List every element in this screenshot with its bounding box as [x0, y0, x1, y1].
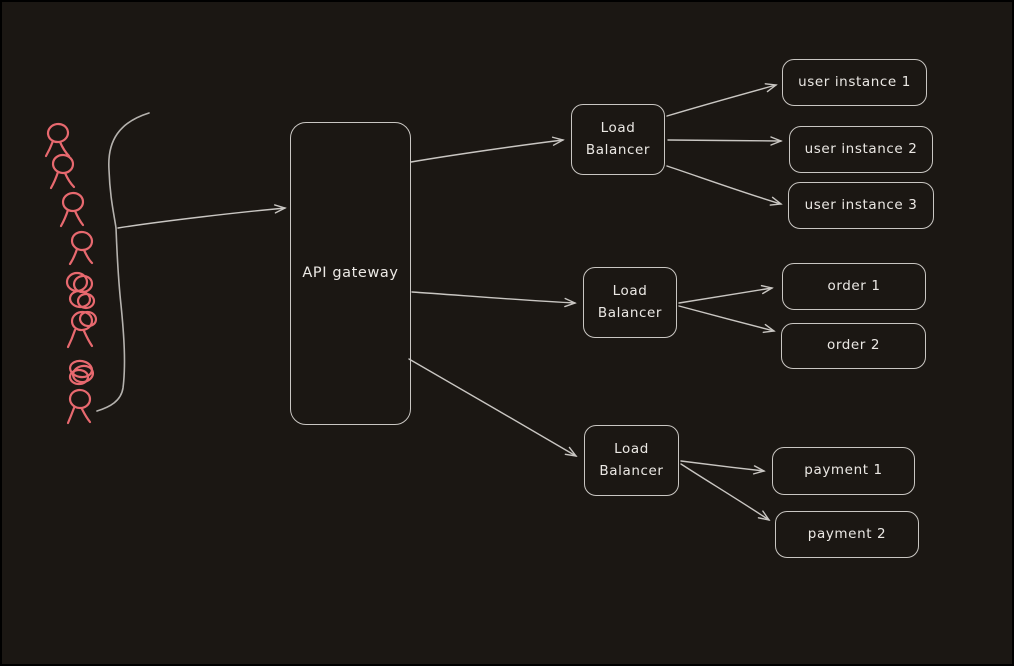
node-load-balancer-users[interactable]: Load Balancer [571, 104, 665, 175]
node-label: user instance 2 [804, 140, 918, 157]
node-payment-2[interactable]: payment 2 [775, 511, 919, 558]
load-balancer-line1: Load [612, 282, 648, 299]
node-load-balancer-payments[interactable]: Load Balancer [584, 425, 679, 496]
node-label: order 2 [826, 337, 881, 354]
node-api-gateway[interactable]: API gateway [290, 122, 411, 425]
load-balancer-line2: Balancer [599, 462, 664, 479]
arrow-lb-orders-to-order-1[interactable] [678, 284, 774, 304]
user-figure[interactable] [68, 359, 95, 386]
user-figure[interactable] [68, 230, 94, 266]
users-group[interactable] [44, 122, 98, 425]
node-label: user instance 1 [798, 73, 911, 90]
user-figure[interactable] [44, 122, 71, 158]
node-label: payment 1 [804, 462, 883, 479]
node-load-balancer-orders[interactable]: Load Balancer [583, 267, 677, 338]
node-label: order 1 [827, 277, 881, 294]
node-label: payment 2 [807, 525, 887, 542]
user-figure[interactable] [49, 153, 76, 190]
load-balancer-line2: Balancer [585, 141, 651, 158]
arrow-lb-users-to-user-instance-2[interactable] [667, 136, 783, 146]
node-user-instance-3[interactable]: user instance 3 [788, 182, 934, 229]
arrow-users-to-api-gateway[interactable] [117, 204, 287, 229]
load-balancer-line2: Balancer [597, 304, 663, 321]
arrow-lb-payments-to-payment-1[interactable] [680, 460, 766, 475]
arrow-api-gateway-to-lb-orders[interactable] [411, 291, 577, 308]
arrow-lb-orders-to-order-2[interactable] [678, 305, 776, 334]
node-user-instance-1[interactable]: user instance 1 [782, 59, 927, 106]
user-figure[interactable] [66, 310, 98, 349]
node-order-1[interactable]: order 1 [782, 263, 926, 310]
api-gateway-label: API gateway [302, 264, 399, 281]
arrow-api-gateway-to-lb-users[interactable] [410, 136, 565, 163]
node-user-instance-2[interactable]: user instance 2 [789, 126, 933, 173]
load-balancer-label: Load Balancer [599, 439, 663, 482]
node-payment-1[interactable]: payment 1 [772, 447, 915, 495]
load-balancer-label: Load Balancer [598, 281, 662, 324]
user-figure[interactable] [68, 289, 96, 310]
user-figure[interactable] [59, 191, 85, 228]
arrow-lb-payments-to-payment-2[interactable] [680, 463, 771, 522]
load-balancer-line1: Load [600, 119, 636, 136]
node-label: user instance 3 [804, 196, 918, 213]
load-balancer-label: Load Balancer [586, 118, 650, 161]
load-balancer-line1: Load [614, 440, 649, 457]
arrow-lb-users-to-user-instance-3[interactable] [666, 165, 783, 206]
user-figure[interactable] [66, 388, 92, 425]
arrow-lb-users-to-user-instance-1[interactable] [666, 83, 778, 117]
arrow-api-gateway-to-lb-payments[interactable] [408, 358, 578, 457]
users-group-brace[interactable] [96, 112, 150, 412]
node-order-2[interactable]: order 2 [781, 323, 926, 369]
